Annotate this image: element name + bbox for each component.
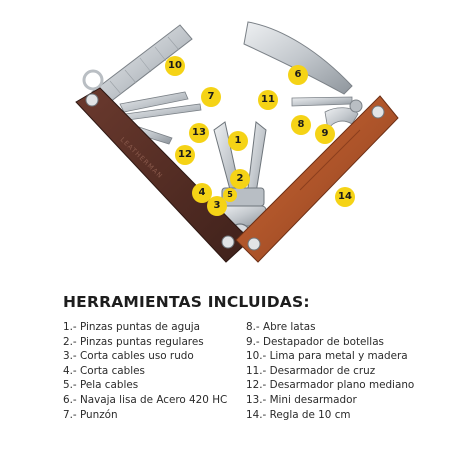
callout-6: 6 [288,65,308,85]
list-item: 2.- Pinzas puntas regulares [63,335,204,348]
list-item: 5.- Pela cables [63,379,139,392]
callout-14: 14 [335,187,355,207]
list-item: 8.- Abre latas [246,321,316,333]
list-item: 4.- Corta cables [63,364,145,377]
tools-heading: HERRAMIENTAS INCLUIDAS: [63,293,310,311]
list-item: 10.- Lima para metal y madera [246,350,408,363]
callout-13: 13 [189,123,209,143]
callout-5: 5 [223,188,237,202]
list-item: 14.- Regla de 10 cm [246,408,351,421]
callout-11: 11 [258,90,278,110]
knife-blade [243,21,353,95]
callout-7: 7 [201,87,221,107]
callout-1: 1 [228,131,248,151]
list-item: 7.- Punzón [63,408,118,421]
callout-8: 8 [291,115,311,135]
callout-2: 2 [230,169,250,189]
list-item: 3.- Corta cables uso rudo [63,350,194,363]
list-item: 12.- Desarmador plano mediano [246,379,415,392]
list-item: 11.- Desarmador de cruz [246,364,376,377]
callout-layer: 10 6 7 11 8 9 13 1 12 2 4 14 3 5 [165,56,355,216]
tools-list-left: 1.- Pinzas puntas de aguja 2.- Pinzas pu… [63,320,227,422]
multitool-illustration: LEATHERMAN 10 6 7 11 8 9 13 1 12 2 4 14 … [75,21,399,263]
callout-9: 9 [315,124,335,144]
list-item: 6.- Navaja lisa de Acero 420 HC [63,393,228,406]
callout-12: 12 [175,145,195,165]
list-item: 9.- Destapador de botellas [246,335,384,348]
list-item: 13.- Mini desarmador [246,393,357,406]
list-item: 1.- Pinzas puntas de aguja [63,321,201,333]
right-handle [235,95,399,263]
callout-4: 4 [192,183,212,203]
tools-list-right: 8.- Abre latas 9.- Destapador de botella… [246,320,414,422]
callout-10: 10 [165,56,185,76]
callout-3: 3 [207,196,227,216]
